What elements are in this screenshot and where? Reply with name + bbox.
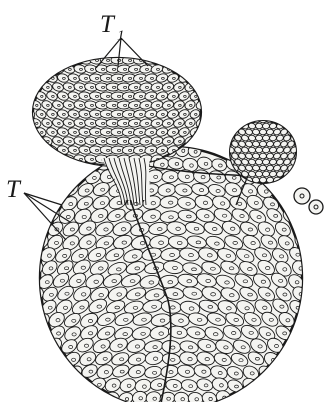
cell bbox=[252, 165, 260, 172]
cell bbox=[255, 135, 262, 141]
cell-nucleus bbox=[69, 158, 72, 160]
cell bbox=[260, 177, 267, 183]
cell bbox=[266, 153, 274, 160]
cell bbox=[266, 129, 274, 136]
cell-nucleus bbox=[52, 149, 55, 151]
cell-nucleus bbox=[290, 215, 294, 218]
cell-nucleus bbox=[30, 113, 32, 115]
cell bbox=[255, 171, 262, 177]
cell bbox=[294, 128, 303, 137]
cell bbox=[260, 153, 267, 159]
cell-nucleus bbox=[250, 384, 254, 387]
cell bbox=[252, 141, 260, 148]
cell-nucleus bbox=[201, 122, 203, 124]
cell-nucleus bbox=[266, 372, 270, 375]
cell bbox=[294, 164, 303, 173]
cell bbox=[238, 116, 247, 124]
cell bbox=[280, 116, 289, 124]
cell bbox=[283, 182, 292, 190]
cell bbox=[269, 183, 277, 190]
cell bbox=[260, 129, 267, 135]
cell-nucleus bbox=[42, 319, 46, 322]
cell bbox=[262, 171, 269, 177]
cell bbox=[262, 135, 269, 141]
cell bbox=[255, 147, 262, 153]
cell-nucleus bbox=[112, 398, 115, 401]
cell-nucleus bbox=[74, 372, 78, 375]
label-t1-letter: T bbox=[100, 11, 116, 38]
cell-nucleus bbox=[36, 293, 39, 296]
cell bbox=[224, 128, 233, 137]
cell-nucleus bbox=[58, 68, 61, 70]
cell bbox=[255, 159, 262, 165]
cell bbox=[252, 153, 260, 160]
cell bbox=[260, 165, 267, 171]
cell-nucleus bbox=[36, 86, 38, 88]
cell bbox=[276, 182, 285, 190]
loose-cell bbox=[309, 200, 323, 214]
label-t-letter: T bbox=[6, 176, 22, 203]
cell bbox=[287, 176, 296, 185]
cell bbox=[290, 122, 299, 131]
cell bbox=[262, 159, 269, 165]
loose-cells bbox=[294, 188, 323, 214]
cell bbox=[290, 170, 299, 179]
cell bbox=[294, 176, 303, 185]
cell bbox=[252, 129, 260, 136]
cell bbox=[294, 116, 303, 125]
cell bbox=[262, 147, 269, 153]
cell-nucleus bbox=[301, 240, 304, 243]
cell bbox=[227, 122, 236, 131]
cell bbox=[260, 141, 267, 147]
cell bbox=[262, 123, 269, 129]
cell bbox=[255, 123, 262, 129]
cell bbox=[231, 116, 240, 125]
loose-cell bbox=[294, 188, 310, 204]
cell bbox=[266, 141, 274, 148]
cell bbox=[266, 165, 274, 172]
cell-nucleus bbox=[36, 267, 39, 270]
cell bbox=[224, 116, 233, 125]
cell bbox=[287, 116, 296, 125]
cell-nucleus bbox=[190, 140, 193, 142]
cell-nucleus bbox=[151, 59, 154, 61]
